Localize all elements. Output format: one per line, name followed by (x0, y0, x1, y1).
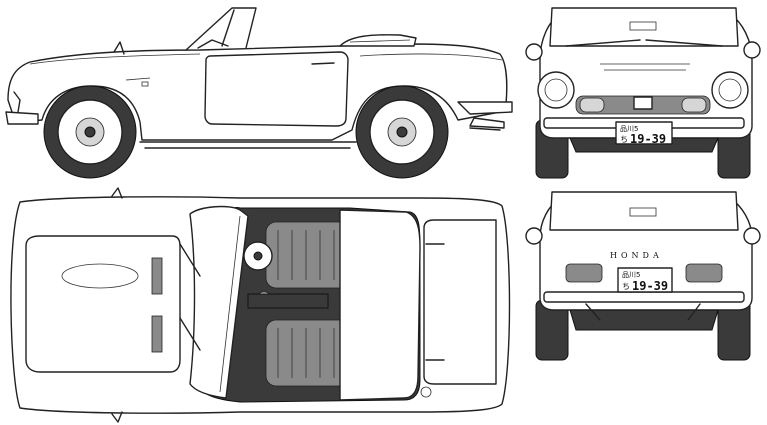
front-plate-small: 品川5 (620, 125, 638, 133)
side-view (5, 7, 513, 179)
side-front-wheel (43, 85, 137, 179)
rear-plate-small: 品川5 (622, 271, 640, 279)
rear-plate-prefix: ち (622, 282, 630, 291)
rear-view: HONDA 品川5 ち 19-39 (525, 191, 761, 361)
rear-brand-badge: HONDA (610, 251, 663, 260)
top-view (10, 187, 511, 423)
front-view: 品川5 ち 19-39 (525, 7, 761, 179)
rear-plate-number: 19-39 (632, 279, 668, 293)
rear-license-plate (617, 267, 673, 293)
front-license-plate (615, 121, 673, 145)
front-plate-number: 19-39 (630, 132, 666, 146)
hood-vents (151, 257, 163, 353)
side-rear-wheel (355, 85, 449, 179)
front-plate-prefix: ち (620, 135, 628, 144)
